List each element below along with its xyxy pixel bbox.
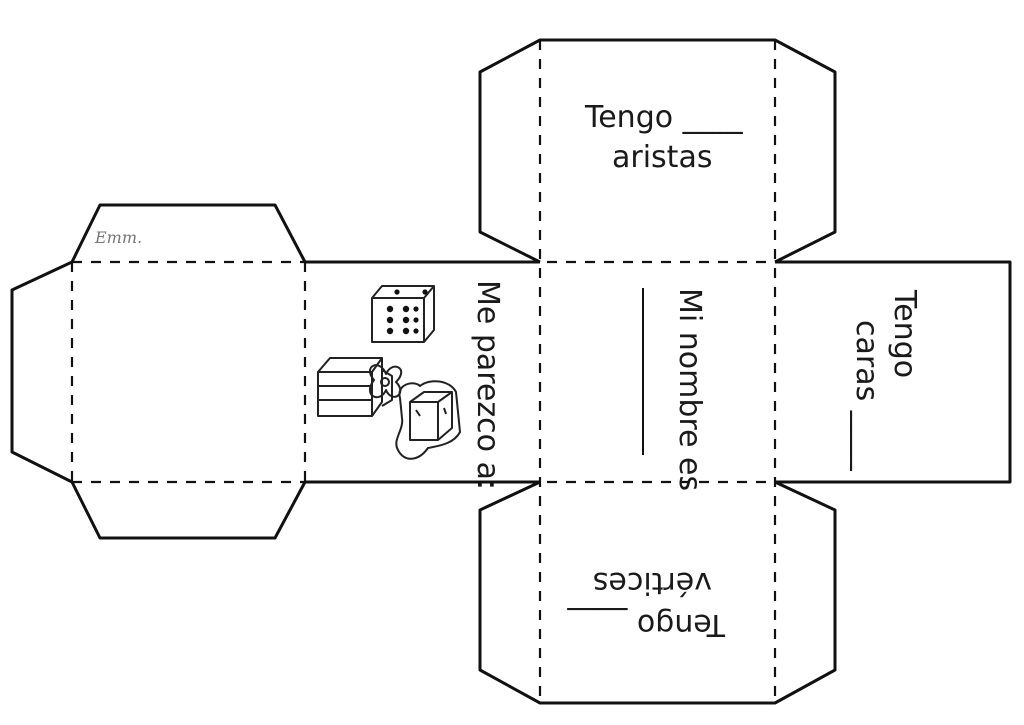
gift-box-icon: [368, 364, 403, 399]
fold-lines: [70, 40, 1010, 703]
ice-cube-icon: [395, 380, 461, 460]
dice-icon: [371, 285, 435, 343]
left-side-flap-outline: [10, 260, 73, 484]
left-face-label: Me parezco a:: [470, 280, 505, 490]
signature-text: Emm.: [94, 228, 142, 247]
center-face-label: Mi nombre es: [672, 288, 707, 491]
bottom-face-outline: [478, 480, 837, 705]
left-bottom-flap-outline: [70, 481, 307, 540]
right-face-line1: Tengo: [887, 289, 922, 378]
top-face-outline: [478, 38, 837, 264]
top-face-line2: aristas: [612, 140, 712, 175]
right-face-line2: caras ____: [849, 320, 884, 472]
left-top-flap-outline: [70, 203, 307, 263]
bottom-face-line1: Tengo ____: [566, 607, 726, 642]
bottom-face-line2: vértices: [593, 565, 712, 600]
top-face-line1: Tengo ____: [584, 100, 744, 135]
